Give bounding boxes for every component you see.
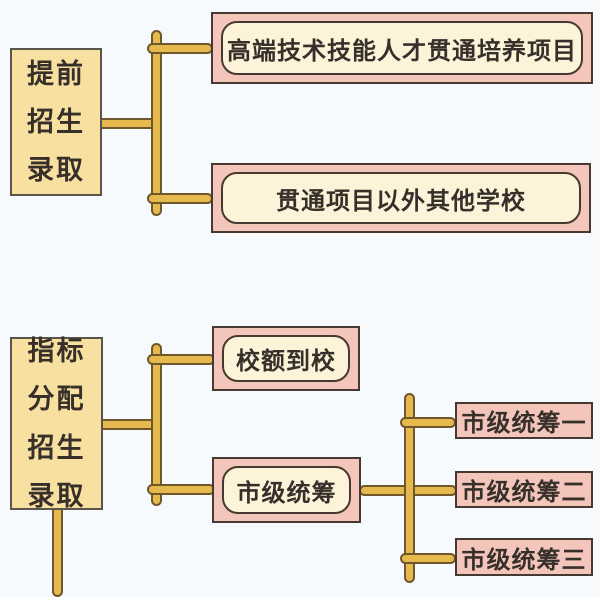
node-program-label: 高端技术技能人才贯通培养项目 [227,37,577,65]
node-municipal-label: 市级统筹 [236,479,337,507]
node-other-schools-label: 贯通项目以外其他学校 [276,187,526,215]
node-school-quota: 校额到校 [212,326,360,391]
node-municipal-1-label: 市级统筹一 [461,410,587,437]
branch-to-municipal-1 [400,417,456,428]
node-municipal-panel: 市级统筹 [222,466,351,514]
node-early-admission: 提前 招生 录取 [10,48,102,196]
node-municipal-2-label: 市级统筹二 [461,479,587,506]
node-program-panel: 高端技术技能人才贯通培养项目 [221,21,583,75]
trunk-municipal [404,393,415,583]
node-quota-admission: 指标 分配 招生 录取 [10,336,103,511]
trunk-quota [151,343,162,506]
node-other-schools-panel: 贯通项目以外其他学校 [221,172,581,224]
node-municipal: 市级统筹 [212,457,361,523]
branch-to-municipal [147,484,215,495]
branch-to-program [147,43,213,54]
node-school-quota-label: 校额到校 [236,348,336,375]
branch-to-municipal-3 [400,553,456,564]
node-other-schools: 贯通项目以外其他学校 [211,163,591,233]
node-municipal-3-label: 市级统筹三 [461,546,587,574]
node-municipal-1: 市级统筹一 [455,402,593,439]
node-early-admission-label: 提前 招生 录取 [27,58,85,186]
branch-to-school-quota [147,354,215,365]
node-school-quota-panel: 校额到校 [222,335,350,382]
node-quota-admission-label: 指标 分配 招生 录取 [27,336,86,511]
trunk-early [151,30,162,216]
connector-early-to-trunk [96,118,156,129]
node-municipal-2: 市级统筹二 [455,471,593,508]
node-program: 高端技术技能人才贯通培养项目 [211,12,593,84]
connector-quota-to-trunk [96,419,156,430]
node-municipal-3: 市级统筹三 [455,538,593,576]
branch-to-other-schools [147,193,213,204]
